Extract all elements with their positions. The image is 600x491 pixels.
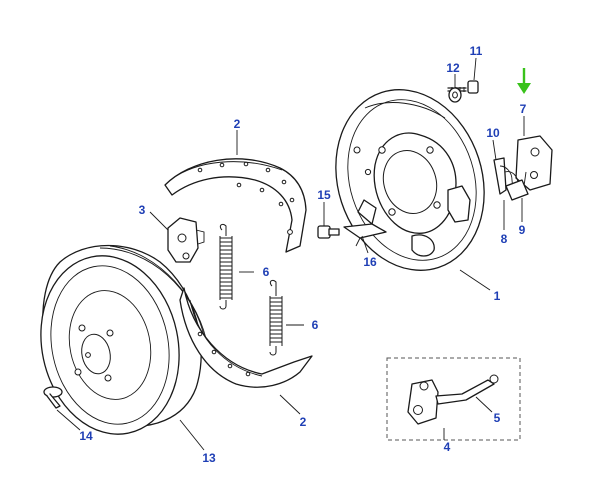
callout-7: 7	[520, 102, 527, 116]
callout-labels: 1 2 2 3 4 5 6 6 7 8 9 10 11 12 13 14 15 …	[79, 44, 526, 465]
callout-1: 1	[494, 289, 501, 303]
return-spring-upper	[219, 223, 233, 310]
callout-14: 14	[79, 429, 93, 443]
inset-box	[386, 357, 521, 441]
wheel-stud-14	[43, 386, 63, 409]
callout-13: 13	[202, 451, 216, 465]
washer-12	[448, 87, 462, 103]
callout-9: 9	[519, 223, 526, 237]
callout-8: 8	[501, 232, 508, 246]
callout-15: 15	[317, 188, 331, 202]
brake-shoe-upper	[164, 158, 307, 253]
callout-12: 12	[446, 61, 460, 75]
bracket-16	[343, 199, 387, 247]
backing-plate	[335, 89, 485, 271]
callout-16: 16	[363, 255, 377, 269]
wheel-cylinder-3	[167, 217, 205, 263]
brake-drum-13	[40, 244, 209, 435]
brake-shoe-lower	[179, 287, 313, 388]
return-spring-lower	[269, 279, 283, 356]
callout-10: 10	[486, 126, 500, 140]
leader-lines	[56, 57, 525, 451]
callout-4: 4	[444, 440, 451, 454]
spring-clip-8-9	[493, 157, 529, 201]
callout-5: 5	[494, 411, 501, 425]
callout-3: 3	[139, 203, 146, 217]
callout-11: 11	[470, 44, 483, 58]
green-arrow-icon	[517, 68, 531, 94]
callout-2-upper: 2	[234, 117, 241, 131]
adjuster-bolt-15	[317, 225, 340, 239]
callout-6-lower: 6	[312, 318, 319, 332]
callout-2-lower: 2	[300, 415, 307, 429]
callout-6-upper: 6	[263, 265, 270, 279]
